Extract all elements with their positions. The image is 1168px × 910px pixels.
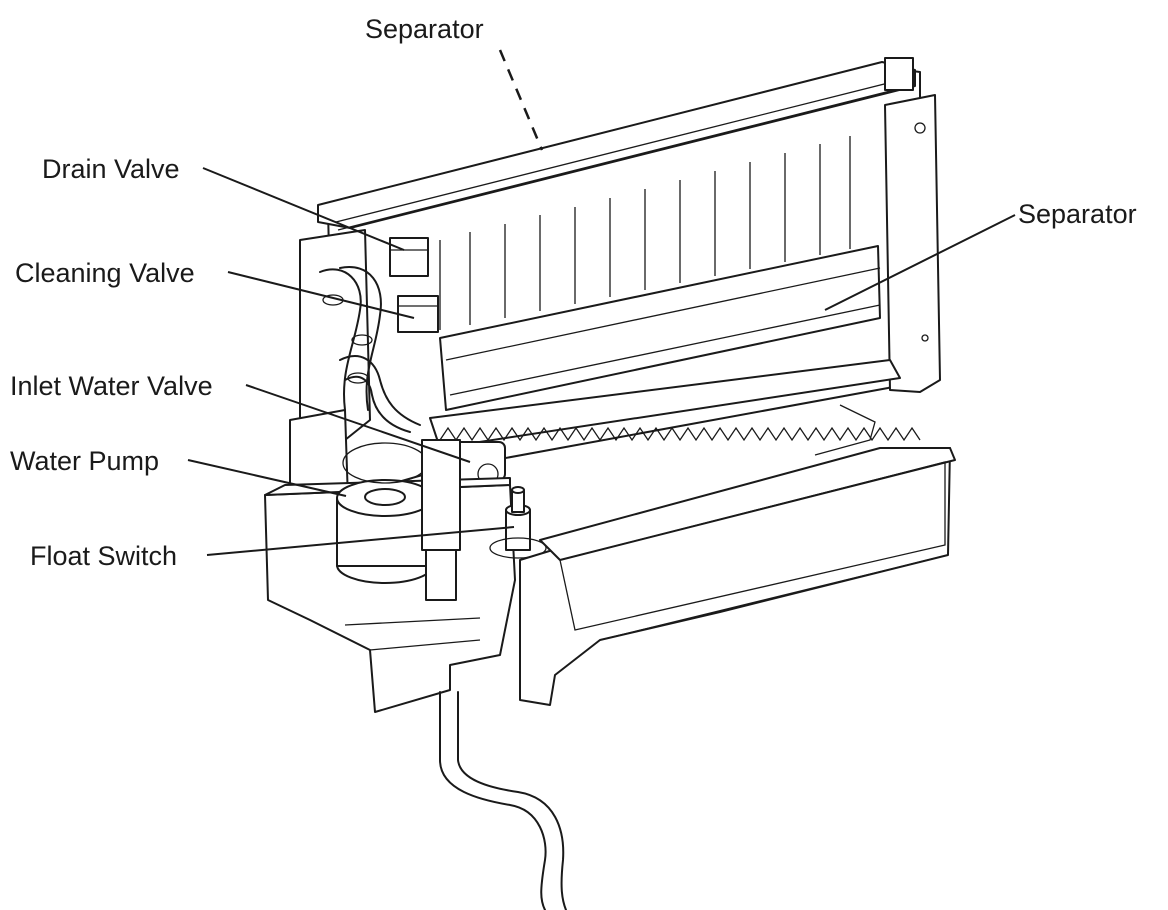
labels: Separator Separator Drain Valve Cleaning… [10,14,1137,571]
leader-separator-top [498,49,544,151]
leader-separator-right [824,214,1016,311]
drain-valve [389,237,429,277]
leader-float-switch [206,526,515,556]
ice-tray [519,404,956,706]
separator-curtain [439,245,881,411]
control-box [425,547,457,601]
water-pump [336,442,434,584]
label-float-switch: Float Switch [30,541,177,571]
leader-lines [187,49,1016,556]
drain-hose [439,691,567,910]
leader-drain-valve [202,167,405,251]
evaporator-assembly [317,57,941,501]
evaporator-fins [439,136,851,330]
leader-inlet-water-valve [245,384,471,463]
leader-water-pump [187,459,347,497]
label-drain-valve: Drain Valve [42,154,180,184]
left-frame [289,229,421,506]
label-water-pump: Water Pump [10,446,159,476]
float-switch [489,486,547,559]
leader-cleaning-valve [227,271,415,319]
label-cleaning-valve: Cleaning Valve [15,258,195,288]
label-separator-top: Separator [365,14,484,44]
label-separator-right: Separator [1018,199,1137,229]
label-inlet-water-valve: Inlet Water Valve [10,371,213,401]
cleaning-valve [397,295,439,333]
